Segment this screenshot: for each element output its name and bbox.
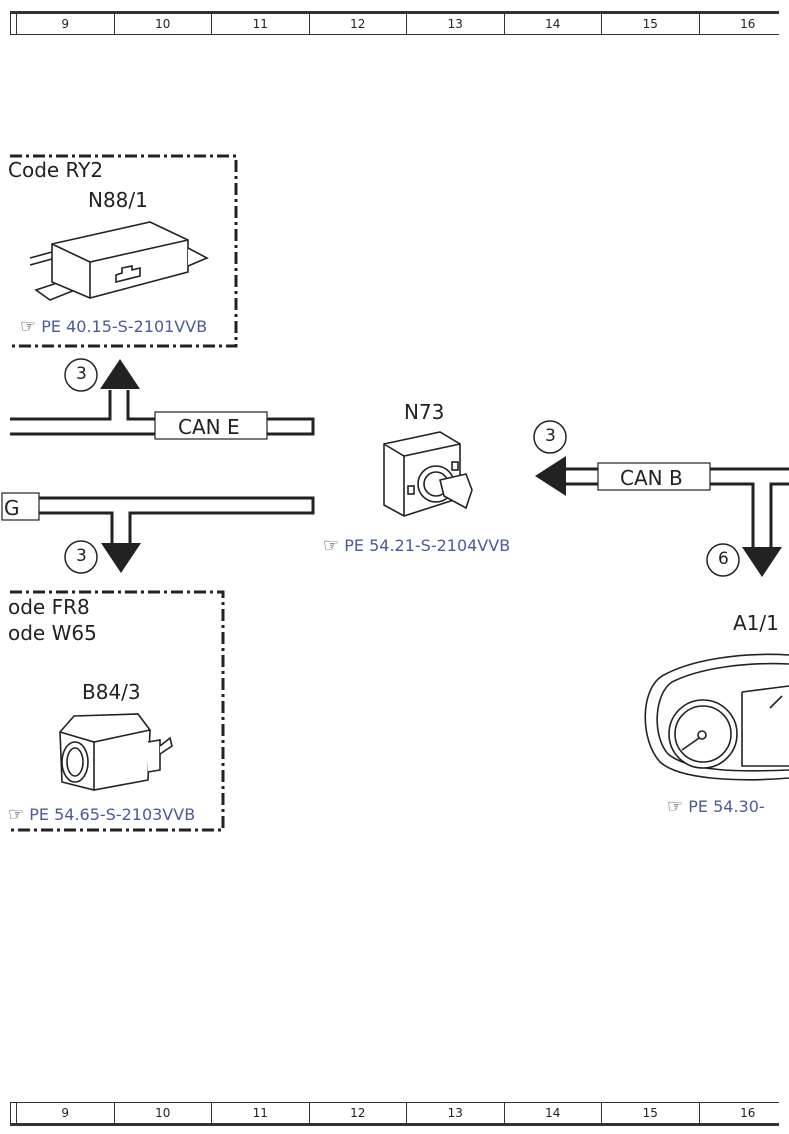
a1-1-component-label: A1/1 bbox=[733, 611, 779, 635]
can-b-label: CAN B bbox=[620, 466, 683, 490]
pointing-hand-icon: ☞ bbox=[20, 316, 37, 337]
n73-component-label: N73 bbox=[404, 400, 445, 424]
top-grid-ruler: 9 10 11 12 13 14 15 16 bbox=[10, 11, 779, 35]
g-label: G bbox=[4, 496, 20, 520]
n88-1-reference[interactable]: ☞ PE 40.15-S-2101VVB bbox=[20, 316, 207, 337]
marker-circle bbox=[706, 543, 740, 577]
ruler-cell: 10 bbox=[113, 14, 212, 34]
b84-3-code-label-2: ode W65 bbox=[8, 621, 97, 645]
b84-3-reference[interactable]: ☞ PE 54.65-S-2103VVB bbox=[8, 804, 195, 825]
marker-number: 3 bbox=[76, 364, 87, 384]
ruler-cell: 9 bbox=[16, 14, 114, 34]
b84-3-camera-illustration bbox=[59, 713, 173, 791]
n88-1-code-label: Code RY2 bbox=[8, 158, 104, 182]
ruler-cell: 16 bbox=[698, 1103, 789, 1123]
up-arrow bbox=[100, 359, 140, 389]
ruler-cell: 11 bbox=[211, 1103, 309, 1123]
n88-1-component-label: N88/1 bbox=[88, 188, 148, 212]
marker-circle bbox=[64, 358, 98, 392]
ruler-cell: 13 bbox=[406, 1103, 504, 1123]
ruler-cell: 11 bbox=[211, 14, 309, 34]
reference-link[interactable]: PE 54.65-S-2103VVB bbox=[29, 805, 196, 824]
ruler-cell: 15 bbox=[601, 14, 699, 34]
b84-3-code-label-1: ode FR8 bbox=[8, 595, 90, 619]
down-arrow-right bbox=[742, 547, 782, 577]
ruler-cell: 13 bbox=[406, 14, 504, 34]
a1-1-reference[interactable]: ☞ PE 54.30- bbox=[667, 796, 765, 817]
ruler-cell: 12 bbox=[308, 14, 407, 34]
down-arrow bbox=[101, 543, 141, 573]
b84-3-component-label: B84/3 bbox=[82, 680, 141, 704]
g-bus bbox=[38, 496, 315, 543]
pointing-hand-icon: ☞ bbox=[323, 535, 340, 556]
ruler-cell bbox=[10, 1103, 16, 1123]
left-arrow bbox=[535, 456, 566, 496]
can-e-label: CAN E bbox=[178, 415, 240, 439]
marker-number: 6 bbox=[718, 549, 729, 569]
n88-1-option-box bbox=[10, 154, 238, 348]
can-e-label-box bbox=[154, 411, 268, 440]
marker-circle bbox=[64, 540, 98, 574]
ruler-cell: 14 bbox=[503, 14, 602, 34]
bottom-grid-ruler: 9 10 11 12 13 14 15 16 bbox=[10, 1102, 779, 1126]
ruler-cell: 15 bbox=[601, 1103, 699, 1123]
reference-link[interactable]: PE 54.21-S-2104VVB bbox=[344, 536, 511, 555]
n73-reference[interactable]: ☞ PE 54.21-S-2104VVB bbox=[323, 535, 510, 556]
a1-1-instrument-cluster-illustration bbox=[644, 653, 789, 781]
ruler-cell: 12 bbox=[308, 1103, 407, 1123]
marker-number: 3 bbox=[76, 546, 87, 566]
reference-link[interactable]: PE 40.15-S-2101VVB bbox=[41, 317, 208, 336]
n73-ignition-switch-illustration bbox=[383, 431, 473, 517]
n88-1-module-illustration bbox=[29, 221, 209, 301]
reference-link[interactable]: PE 54.30- bbox=[688, 797, 765, 816]
marker-number: 3 bbox=[545, 426, 556, 446]
ruler-cell: 16 bbox=[698, 14, 789, 34]
ruler-cell: 9 bbox=[16, 1103, 114, 1123]
ruler-cell: 14 bbox=[503, 1103, 602, 1123]
marker-circle bbox=[533, 420, 567, 454]
b84-3-option-box bbox=[10, 590, 225, 832]
ruler-cell bbox=[10, 14, 16, 34]
can-b-label-box bbox=[597, 462, 711, 491]
pointing-hand-icon: ☞ bbox=[8, 804, 25, 825]
ruler-cell: 10 bbox=[113, 1103, 212, 1123]
pointing-hand-icon: ☞ bbox=[667, 796, 684, 817]
g-label-box bbox=[1, 492, 40, 521]
